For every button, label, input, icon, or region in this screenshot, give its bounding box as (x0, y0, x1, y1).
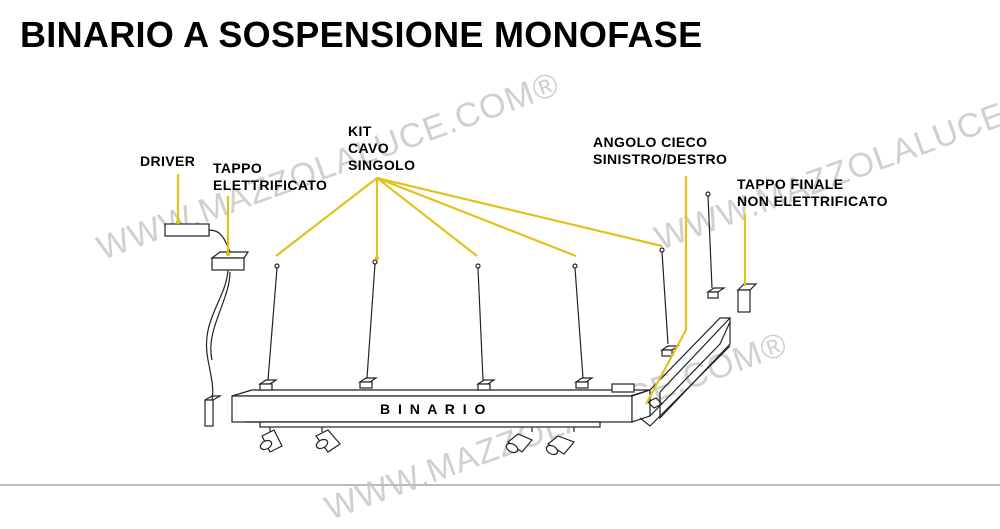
leader-lines (176, 174, 747, 405)
diagram-canvas: BINARIO A SOSPENSIONE MONOFASE WWW.MAZZO… (0, 14, 1000, 528)
rail-clamps (258, 287, 726, 391)
main-rail (231, 389, 651, 428)
driver-unit (164, 223, 231, 253)
spotlights (259, 427, 576, 456)
label-driver: DRIVER (140, 153, 196, 169)
electrified-cap (204, 251, 250, 427)
page-title: BINARIO A SOSPENSIONE MONOFASE (20, 14, 703, 55)
bottom-divider (0, 484, 1000, 486)
label-binario: B I N A R I O (380, 401, 488, 417)
label-kit-cavo-singolo: KIT CAVO SINGOLO (348, 123, 416, 173)
suspension-cables (267, 195, 713, 381)
end-cap (736, 283, 758, 313)
track-diagram (164, 174, 758, 456)
label-tappo-finale: TAPPO FINALE NON ELETTRIFICATO (737, 176, 888, 209)
label-tappo-elettrificato: TAPPO ELETTRIFICATO (213, 160, 328, 193)
corner-and-return-rail (611, 317, 732, 427)
label-angolo-cieco: ANGOLO CIECO SINISTRO/DESTRO (593, 134, 728, 167)
